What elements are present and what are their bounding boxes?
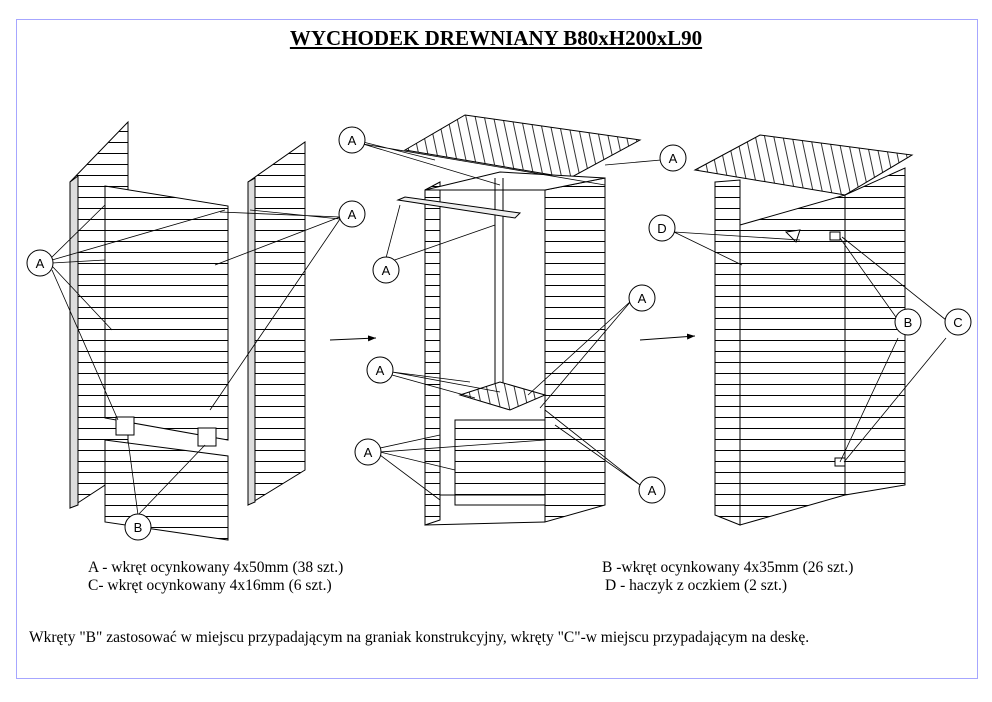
hook-eye [784, 229, 801, 243]
svg-text:C: C [953, 315, 962, 330]
legend-right: B -wkręt ocynkowany 4x35mm (26 szt.) D -… [602, 559, 853, 595]
legend-item-a: A - wkręt ocynkowany 4x50mm (38 szt.) [88, 559, 344, 576]
callout-a-seat-left: A [366, 356, 394, 384]
svg-text:B: B [134, 520, 143, 535]
back-panel [104, 185, 229, 441]
svg-text:D: D [657, 221, 666, 236]
svg-text:A: A [648, 483, 657, 498]
callout-a-lower: A [354, 438, 382, 466]
seat [458, 381, 547, 411]
step2-frame [396, 114, 642, 526]
svg-text:A: A [382, 263, 391, 278]
callout-a-roof: A [338, 126, 366, 154]
callout-a-lower-right: A [638, 476, 666, 504]
callout-a-roof-right: A [659, 144, 687, 172]
svg-text:B: B [904, 315, 913, 330]
legend-left: A - wkręt ocynkowany 4x50mm (38 szt.) C-… [88, 559, 343, 595]
arrow-step1-to-2 [329, 335, 377, 342]
finished-roof [693, 134, 914, 196]
step3-finished [693, 134, 914, 526]
callout-d: D [648, 214, 676, 242]
legend-item-b: B -wkręt ocynkowany 4x35mm (26 szt.) [602, 559, 854, 576]
svg-text:A: A [376, 363, 385, 378]
legend-item-c: C- wkręt ocynkowany 4x16mm (6 szt.) [88, 577, 332, 594]
roof [403, 114, 642, 179]
callout-c: C [944, 308, 972, 336]
front-lower [454, 419, 546, 506]
legend-item-d: D - haczyk z oczkiem (2 szt.) [605, 577, 788, 594]
callout-b-left: B [124, 513, 152, 541]
callout-a-left: A [26, 249, 54, 277]
finished-right-wall [844, 167, 906, 496]
svg-text:A: A [36, 256, 45, 271]
svg-text:A: A [364, 445, 373, 460]
left-wall [424, 181, 441, 526]
page-frame [16, 19, 978, 679]
step1-panels [69, 120, 306, 541]
callout-a-crossbar: A [372, 256, 400, 284]
svg-text:A: A [669, 151, 678, 166]
svg-text:A: A [638, 291, 647, 306]
svg-text:A: A [348, 133, 357, 148]
crossbar [396, 196, 522, 219]
door [739, 194, 846, 526]
callout-a-seat-right: A [628, 284, 656, 312]
callout-a-left-2: A [338, 200, 366, 228]
back-panel-lower [104, 439, 229, 541]
svg-text:A: A [348, 207, 357, 222]
right-wall [544, 177, 606, 523]
leader-lines [51, 141, 947, 516]
arrow-step2-to-3 [639, 333, 696, 341]
drawing-title: WYCHODEK DREWNIANY B80xH200xL90 [289, 26, 703, 50]
callout-b-right: B [894, 308, 922, 336]
finished-left-wall [714, 179, 741, 526]
right-side-panel [247, 141, 306, 506]
assembly-note: Wkręty "B" zastosować w miejscu przypada… [29, 629, 810, 646]
